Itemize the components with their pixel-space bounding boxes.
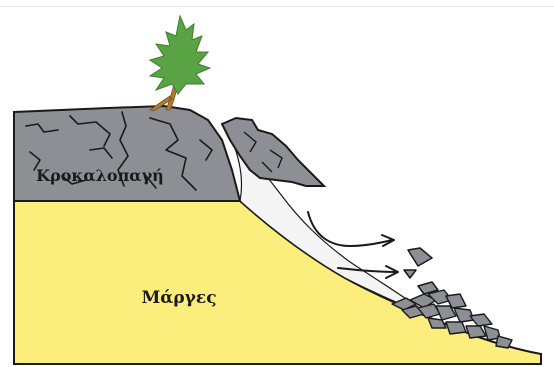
fragment-2 <box>404 270 416 278</box>
fragment-1 <box>408 248 432 266</box>
rock-fragments <box>404 248 438 294</box>
label-marls: Μάργες <box>141 288 216 308</box>
tree-foliage <box>150 16 210 94</box>
label-conglomerate: Κροκαλοπαγή <box>36 166 164 185</box>
